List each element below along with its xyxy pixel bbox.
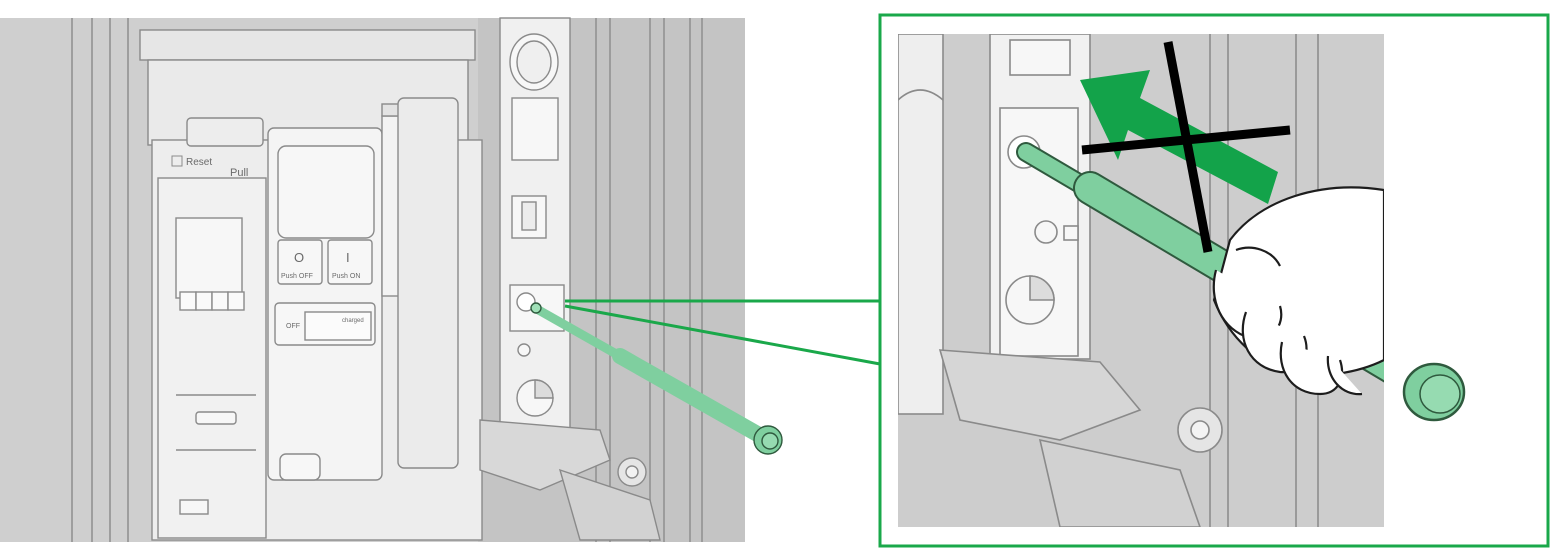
push-on-label: Push ON (332, 273, 360, 280)
padlock-icon (517, 343, 531, 357)
reset-label: Reset (186, 157, 212, 168)
detail-zoom-panel (878, 13, 1550, 548)
pull-label: Pull (230, 167, 248, 179)
bottom-slot (279, 453, 321, 481)
racking-socket (516, 292, 536, 312)
zoom-callout-lines (564, 299, 881, 366)
push-off-label: Push OFF (281, 273, 313, 280)
crank-tool-end-cap (1402, 362, 1466, 422)
hand-icon (1212, 186, 1384, 396)
cabinet-rails (71, 18, 703, 542)
detail-frame (878, 13, 1550, 548)
breaker-body (139, 29, 483, 541)
display-window (277, 145, 375, 239)
on-symbol: I (346, 250, 350, 265)
off-symbol: O (294, 250, 304, 265)
base-bracket (479, 419, 661, 541)
panel-labels: Reset Pull O I Push OFF Push ON OFF char… (171, 155, 364, 330)
charged-tag: charged (342, 318, 364, 324)
prohibited-cross-icon (1081, 41, 1291, 253)
crank-tool-icon (530, 302, 783, 455)
overview-illustration: Reset Pull O I Push OFF Push ON OFF char… (0, 17, 783, 542)
racking-panel (499, 17, 571, 431)
reset-icon (171, 155, 183, 167)
reset-handle (186, 117, 264, 147)
off-tag: OFF (286, 323, 300, 330)
push-on-button (327, 239, 373, 285)
push-off-button (277, 239, 323, 285)
